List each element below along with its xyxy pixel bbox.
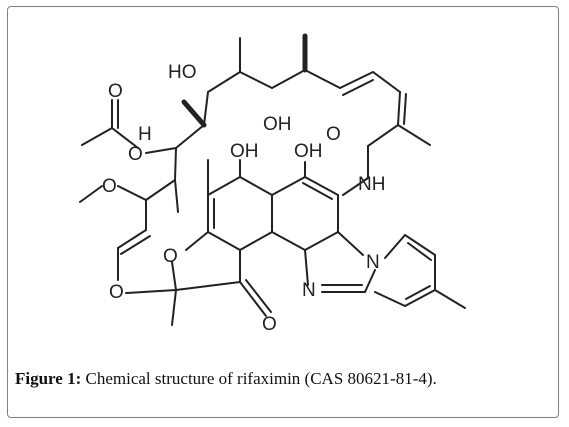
figure-label: Figure 1: bbox=[15, 369, 82, 388]
atom-oh-mid: OH bbox=[263, 114, 292, 135]
atom-n-imidazole: N bbox=[302, 280, 316, 301]
atom-o-enol: O bbox=[109, 282, 124, 303]
atom-nh: NH bbox=[358, 174, 385, 195]
atom-oh-left: OH bbox=[230, 141, 259, 162]
figure-frame bbox=[7, 6, 559, 418]
figure-caption: Figure 1: Chemical structure of rifaximi… bbox=[15, 369, 437, 389]
atom-o-acetyl: O bbox=[108, 81, 123, 102]
atom-o-ketone: O bbox=[262, 314, 277, 335]
atom-o-carbonyl: O bbox=[326, 124, 341, 145]
heterocycle-bonds bbox=[304, 231, 466, 309]
side-group-bonds bbox=[79, 99, 177, 203]
ansa-chain-bonds bbox=[117, 33, 431, 281]
atom-h-stereo: H bbox=[138, 124, 152, 145]
figure-caption-text: Chemical structure of rifaximin (CAS 806… bbox=[81, 369, 437, 388]
atom-labels: HO OH OH OH O NH O H O O O O N N O bbox=[102, 62, 385, 335]
atom-o-ester: O bbox=[128, 144, 143, 165]
rifaximin-structure: HO OH OH OH O NH O H O O O O N N O bbox=[79, 33, 466, 335]
atom-ho-top: HO bbox=[168, 62, 197, 83]
atom-oh-right: OH bbox=[294, 141, 323, 162]
atom-n-pyridine: N bbox=[366, 252, 380, 273]
atom-o-furan: O bbox=[163, 246, 178, 267]
aromatic-core-bonds bbox=[125, 159, 339, 326]
atom-o-methoxy: O bbox=[102, 176, 117, 197]
